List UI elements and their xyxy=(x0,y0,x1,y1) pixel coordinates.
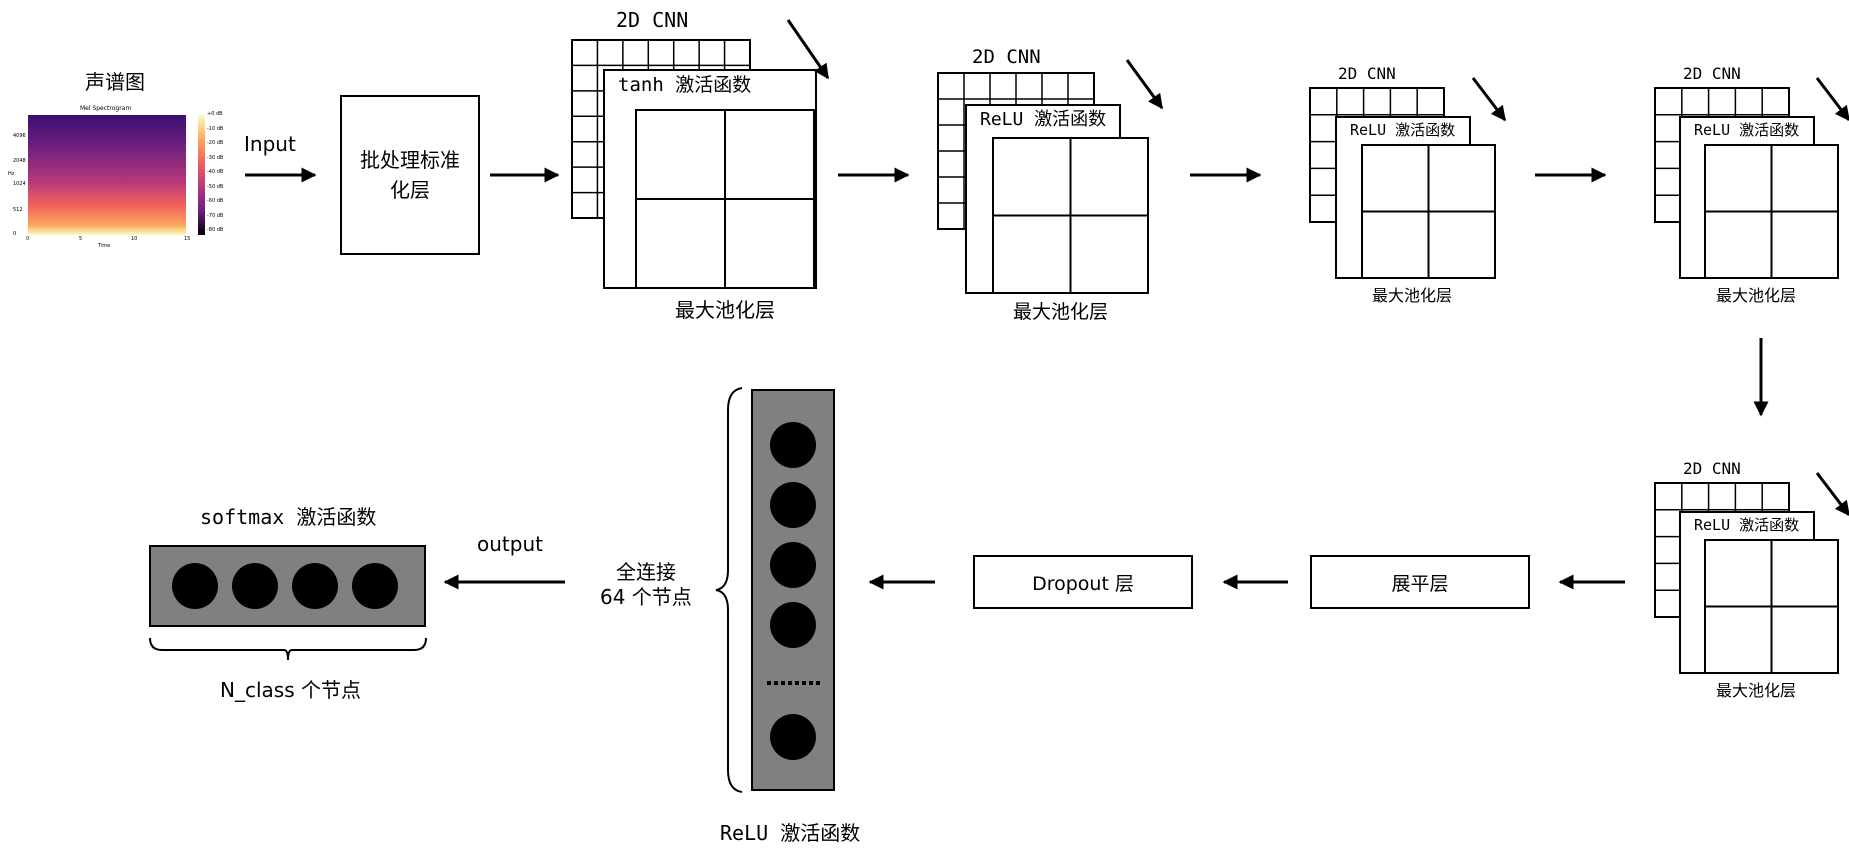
spectrogram-x-tick: 5 xyxy=(79,236,83,242)
cnn-activation-label: ReLU 激活函数 xyxy=(1350,121,1456,139)
spectrogram-colorbar-tick: -10 dB xyxy=(207,125,224,132)
dense-node xyxy=(770,602,816,648)
spectrogram-colorbar-tick: -30 dB xyxy=(207,154,224,161)
max-pool-label: 最大池化层 xyxy=(1716,681,1797,700)
dense-brace xyxy=(715,387,743,793)
max-pool-label: 最大池化层 xyxy=(1716,286,1797,305)
cnn-title: 2D CNN xyxy=(1338,64,1396,83)
convolution-arrow xyxy=(1125,59,1164,110)
dense-node xyxy=(770,714,816,760)
dense-node xyxy=(770,422,816,468)
cnn-title: 2D CNN xyxy=(1683,459,1741,478)
cnn-title: 2D CNN xyxy=(972,46,1041,68)
dense-node xyxy=(770,542,816,588)
softmax-node xyxy=(352,563,398,609)
spectrogram-title: Mel Spectrogram xyxy=(80,105,132,112)
cnn-activation-label: ReLU 激活函数 xyxy=(980,109,1107,130)
spectrogram-x-tick: 15 xyxy=(184,236,191,242)
spectrogram-colorbar-tick: -50 dB xyxy=(207,183,224,190)
convolution-arrow xyxy=(1815,472,1849,517)
dense-label-line2: 64 个节点 xyxy=(600,585,692,609)
spectrogram-x-tick: 10 xyxy=(131,236,138,242)
dense-node xyxy=(770,482,816,528)
spectrogram-y-tick: 4096 xyxy=(13,133,26,139)
batch-norm-layer: 批处理标准化层 xyxy=(340,95,480,255)
dropout-label: Dropout 层 xyxy=(1032,572,1134,595)
flatten-label: 展平层 xyxy=(1391,572,1449,595)
output-label: output xyxy=(477,532,543,556)
spectrogram-colorbar-tick: -60 dB xyxy=(207,198,224,204)
spectrogram-ylabel: Hz xyxy=(8,171,15,177)
max-pool-label: 最大池化层 xyxy=(1372,286,1453,305)
spectrogram-colorbar-tick: +0 dB xyxy=(207,111,223,117)
spectrogram-y-tick: 512 xyxy=(13,207,23,213)
cnn-title: 2D CNN xyxy=(1683,64,1741,83)
spectrogram-label: 声谱图 xyxy=(85,70,145,94)
dense-activation-label: ReLU 激活函数 xyxy=(720,821,861,845)
spectrogram-x-tick: 0 xyxy=(26,236,30,242)
dropout-layer: Dropout 层 xyxy=(973,555,1193,609)
spectrogram-colorbar-tick: -70 dB xyxy=(207,212,224,219)
softmax-nodes-label: N_class 个节点 xyxy=(220,678,361,702)
spectrogram-image xyxy=(28,115,186,235)
cnn-activation-label: ReLU 激活函数 xyxy=(1694,121,1800,139)
softmax-node xyxy=(292,563,338,609)
softmax-node xyxy=(172,563,218,609)
cnn-activation-label: tanh 激活函数 xyxy=(618,74,752,96)
spectrogram-colorbar-tick: -80 dB xyxy=(207,227,224,233)
spectrogram-colorbar-tick: -20 dB xyxy=(207,140,224,146)
spectrogram-y-tick: 1024 xyxy=(13,181,26,187)
softmax-brace xyxy=(149,637,427,661)
convolution-arrow xyxy=(1471,77,1507,122)
cnn-title: 2D CNN xyxy=(616,8,689,32)
spectrogram-colorbar-tick: -40 dB xyxy=(207,169,224,175)
max-pool-label: 最大池化层 xyxy=(675,298,775,322)
spectrogram-xlabel: Time xyxy=(98,243,111,249)
cnn-activation-label: ReLU 激活函数 xyxy=(1694,516,1800,534)
convolution-arrow xyxy=(786,19,830,80)
spectrogram-colorbar xyxy=(198,115,205,235)
spectrogram-y-tick: 0 xyxy=(13,231,17,237)
convolution-arrow xyxy=(1815,77,1849,122)
flatten-layer: 展平层 xyxy=(1310,555,1530,609)
max-pool-label: 最大池化层 xyxy=(1013,301,1109,323)
dense-label-line1: 全连接 xyxy=(616,560,676,584)
softmax-activation-label: softmax 激活函数 xyxy=(200,505,377,529)
softmax-node xyxy=(232,563,278,609)
spectrogram-y-tick: 2048 xyxy=(13,158,26,164)
input-label: Input xyxy=(244,132,296,156)
batch-norm-label: 批处理标准化层 xyxy=(360,148,460,202)
